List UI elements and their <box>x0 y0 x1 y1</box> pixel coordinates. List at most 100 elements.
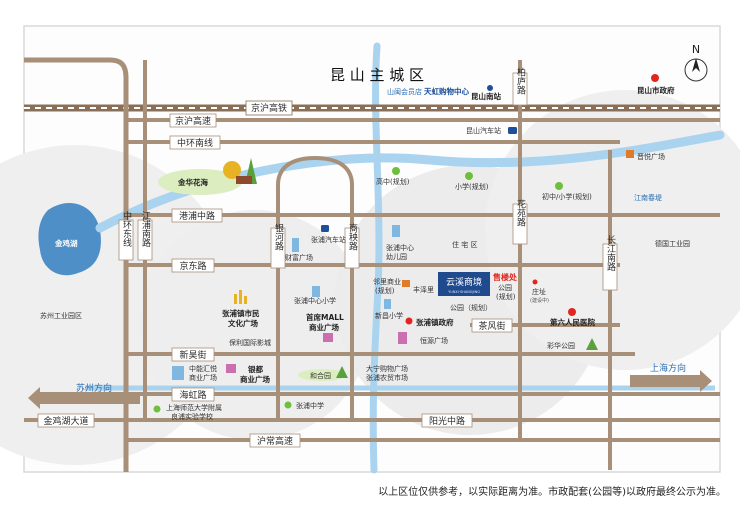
compass-arrow-icon <box>692 58 700 72</box>
label-suzhou-direction: 苏州方向 <box>76 382 112 394</box>
zhuangzhi-marker-icon <box>532 279 538 285</box>
label-huhu-expressway: 沪常高速 <box>257 435 293 447</box>
mall-icon-neighborhood <box>402 280 410 287</box>
label-jiangpu-road: 江浦南路 <box>140 211 151 248</box>
project-box <box>438 272 490 296</box>
poi-residential: 住 宅 区 <box>452 240 477 249</box>
poi-fengze-li: 丰泽里 <box>413 285 434 294</box>
building-icon-caifu <box>292 238 299 252</box>
poi-xinchang-primary: 新昌小学 <box>375 311 403 320</box>
label-huayuan-road: 花苑路 <box>515 198 526 227</box>
jinji-lake <box>38 202 101 276</box>
poi-zhongneng-2: 商业广场 <box>189 373 217 382</box>
label-haihong-road: 海虹路 <box>179 389 206 401</box>
label-zhonghuan-south: 中环南线 <box>177 137 213 149</box>
poi-taining-1: 大宁购物广场 <box>366 364 408 373</box>
bus-icon-zhangpu <box>321 225 329 232</box>
poi-shanghai-school-1: 上海师范大学附属 <box>166 403 222 412</box>
poi-zhuangzhi: 庄址 <box>532 287 546 296</box>
poi-caifu-plaza: 财富广场 <box>285 253 313 262</box>
poi-yindu-2: 商业广场 <box>240 374 270 384</box>
label-changjiang-road: 长江南路 <box>605 234 616 272</box>
poi-park-plan-2: (规划) <box>496 292 516 301</box>
poi-zhangpu-bus: 张浦汽车站 <box>311 235 346 244</box>
poi-taining-2: 张浦农贸市场 <box>366 373 408 382</box>
hospital-icon <box>568 308 576 316</box>
poi-kunshan-south-station: 昆山南站 <box>471 91 501 101</box>
label-jinghu-expressway: 京沪高速 <box>175 115 211 127</box>
label-yinhe-road: 银河路 <box>273 222 284 251</box>
label-yangguang-road: 阳光中路 <box>429 415 465 427</box>
district-title: 昆 山 主 城 区 <box>330 66 424 84</box>
culture-plaza-icon <box>234 290 247 304</box>
label-ganghu-road: 港浦中路 <box>179 210 215 222</box>
school-icon-gaozhong <box>392 167 400 175</box>
poi-zhangpu-gov: 张浦镇政府 <box>416 317 454 327</box>
school-icon-xiaoxue <box>465 172 473 180</box>
mall-icon-xinyue <box>626 150 634 158</box>
poi-tianhong: 天虹购物中心 <box>424 86 469 96</box>
label-dongcheng-road: 京东路 <box>179 260 206 272</box>
label-chafeng-street: 茶风街 <box>478 320 505 332</box>
compass: N <box>684 43 708 82</box>
road-labels: 京沪高铁 京沪高速 中环南线 港浦中路 京东路 新昊街 海虹路 金鸡湖大道 沪常… <box>37 100 513 448</box>
building-icon-hengyuan <box>398 332 407 344</box>
label-jinji-avenue: 金鸡湖大道 <box>43 415 88 427</box>
label-shangyang-road: 商秧路 <box>347 222 358 251</box>
mall-icon-shoufu <box>323 333 333 342</box>
poi-neighborhood-1: 邻里商业 <box>373 277 401 286</box>
river-vertical <box>369 42 383 474</box>
project-sub: YUNXI·SHANGJING <box>448 290 480 294</box>
label-zhonghuan-east: 中环东线 <box>121 210 132 247</box>
poi-caihua-park: 彩华公园 <box>547 341 575 350</box>
poi-zhuangzhi-sub: (建设中) <box>530 297 549 304</box>
school-icon-shanghai <box>153 405 161 413</box>
poi-no6-hospital: 第六人民医院 <box>550 317 595 327</box>
poi-gaozhong: 高中(规划) <box>376 177 410 186</box>
poi-zhangpu-culture-2: 文化广场 <box>228 318 258 328</box>
poi-park-plan-main: 公园（规划） <box>450 303 492 312</box>
poi-deguo-park: 德国工业园 <box>655 239 690 248</box>
building-icon-primary <box>312 286 320 297</box>
poi-yindu-1: 银都 <box>248 364 263 374</box>
gov-star-icon-zhangpu <box>405 317 413 325</box>
school-icon-zhangpu-middle <box>284 401 292 409</box>
tree-icon <box>223 158 257 184</box>
mall-icon-yindu <box>226 364 236 373</box>
compass-label: N <box>692 43 700 56</box>
poi-xiaoxue: 小学(规划) <box>455 182 489 191</box>
poi-jinhua-sea: 金华花海 <box>177 177 208 187</box>
suzhou-direction-arrow <box>28 387 140 409</box>
poi-zhangpu-primary: 张浦中心小学 <box>294 296 336 305</box>
poi-hehe-garden: 和合园 <box>310 371 331 380</box>
poi-chuzhong: 初中/小学(规划) <box>542 192 592 201</box>
sales-office: 售楼处 <box>492 272 518 282</box>
poi-jinji-lake: 金鸡湖 <box>54 238 78 248</box>
poi-park-plan-1: 公园 <box>498 284 512 292</box>
gov-star-icon <box>651 74 659 82</box>
poi-zhangpu-middle: 张浦中学 <box>296 401 324 410</box>
vertical-road-labels: 中环东线 江浦南路 银河路 商秧路 柏庐路 花苑路 长江南路 <box>118 66 618 291</box>
poi-jiangnan: 江南春堤 <box>634 193 662 202</box>
poi-shoufu-mall-1: 首席MALL <box>306 312 344 322</box>
poi-baoli-cinema: 保利国际影城 <box>229 338 271 347</box>
poi-suzhou-park: 苏州工业园区 <box>40 311 82 320</box>
label-baiwei-road: 柏庐路 <box>515 66 526 95</box>
poi-zhangpu-kindergarten-2: 幼儿园 <box>386 252 407 261</box>
poi-zhangpu-culture-1: 张浦镇市民 <box>222 308 260 318</box>
building-icon-zhongneng <box>172 366 184 380</box>
poi-shanghai-school-2: 良浦实验学校 <box>171 412 213 421</box>
shanghai-direction-arrow <box>630 370 712 392</box>
project-name: 云溪商境 <box>446 276 482 288</box>
map-disclaimer: 以上区位仅供参考，以实际距离为准。市政配套(公园等)以政府最终公示为准。 <box>378 487 726 498</box>
poi-shoufu-mall-2: 商业广场 <box>309 322 339 332</box>
poi-xinyue-plaza: 晋悦广场 <box>637 152 665 161</box>
tree-icon-caihua <box>586 338 598 350</box>
bus-icon <box>508 127 517 134</box>
poi-city-gov: 昆山市政府 <box>637 85 675 95</box>
label-xinyi-street: 新昊街 <box>179 349 206 361</box>
poi-neighborhood-2: (规划) <box>375 286 395 295</box>
poi-zhongneng-1: 中能汇悦 <box>189 364 217 373</box>
poi-bus-station: 昆山汽车站 <box>466 126 501 135</box>
building-icon-xinchang <box>384 299 391 309</box>
